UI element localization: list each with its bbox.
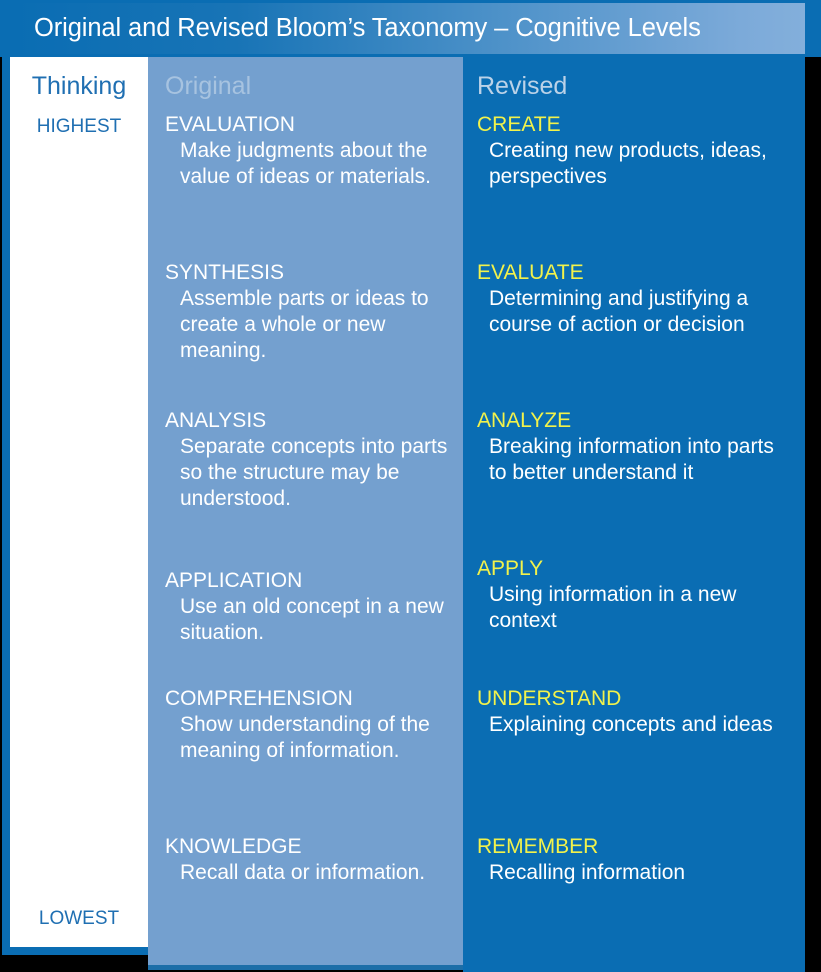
left-accent-edge <box>2 57 10 950</box>
taxonomy-level: KNOWLEDGE Recall data or information. <box>148 834 463 886</box>
level-description: Determining and justifying a course of a… <box>489 287 749 336</box>
level-description: Show understanding of the meaning of inf… <box>180 713 430 762</box>
level-description: Make judgments about the value of ideas … <box>180 139 431 188</box>
level-description: Recalling information <box>489 861 686 884</box>
level-term: UNDERSTAND <box>477 687 622 710</box>
level-term: ANALYZE <box>477 409 572 432</box>
thinking-column-header: Thinking <box>31 72 127 100</box>
bottom-accent-edge <box>2 947 148 955</box>
revised-column-header: Revised <box>477 72 568 100</box>
level-term: CREATE <box>477 113 561 136</box>
level-description: Creating new products, ideas, perspectiv… <box>489 139 767 188</box>
taxonomy-level: ANALYSIS Separate concepts into parts so … <box>148 408 463 512</box>
level-term: REMEMBER <box>477 835 599 858</box>
taxonomy-level: CREATE Creating new products, ideas, pers… <box>463 112 805 190</box>
level-term: KNOWLEDGE <box>165 835 302 858</box>
taxonomy-level: EVALUATE Determining and justifying a cou… <box>463 260 805 338</box>
level-term: COMPREHENSION <box>165 687 353 710</box>
taxonomy-level: ANALYZE Breaking information into parts t… <box>463 408 805 486</box>
level-description: Breaking information into parts to bette… <box>489 435 774 484</box>
level-description: Explaining concepts and ideas <box>489 713 773 736</box>
level-term: APPLY <box>477 557 544 580</box>
level-description: Use an old concept in a new situation. <box>180 595 444 644</box>
original-column: Original EVALUATION Make judgments about … <box>148 57 463 965</box>
level-term: ANALYSIS <box>165 409 267 432</box>
level-term: SYNTHESIS <box>165 261 285 284</box>
original-column-underline <box>148 965 463 970</box>
level-description: Separate concepts into parts so the stru… <box>180 435 448 510</box>
level-description: Assemble parts or ideas to create a whol… <box>180 287 429 362</box>
title-banner-plate <box>14 3 805 54</box>
taxonomy-level: REMEMBER Recalling information <box>463 834 805 886</box>
level-term: EVALUATE <box>477 261 584 284</box>
level-term: EVALUATION <box>165 113 295 136</box>
taxonomy-level: EVALUATION Make judgments about the value… <box>148 112 463 190</box>
taxonomy-level: COMPREHENSION Show understanding of the m… <box>148 686 463 764</box>
taxonomy-level: APPLICATION Use an old concept in a new s… <box>148 568 463 646</box>
level-term: APPLICATION <box>165 569 303 592</box>
taxonomy-level: SYNTHESIS Assemble parts or ideas to crea… <box>148 260 463 364</box>
taxonomy-level: UNDERSTAND Explaining concepts and ideas <box>463 686 805 738</box>
thinking-highest-label: HIGHEST <box>36 116 122 137</box>
taxonomy-level: APPLY Using information in a new context <box>463 556 805 634</box>
revised-column: Revised CREATE Creating new products, ide… <box>463 57 805 972</box>
thinking-lowest-label: LOWEST <box>38 908 120 929</box>
page-title: Original and Revised Bloom’s Taxonomy – … <box>34 14 701 42</box>
thinking-column: Thinking HIGHEST LOWEST <box>10 57 148 947</box>
original-column-header: Original <box>165 72 252 100</box>
level-description: Using information in a new context <box>489 583 737 632</box>
level-description: Recall data or information. <box>180 861 426 884</box>
title-banner: Original and Revised Bloom’s Taxonomy – … <box>0 0 821 57</box>
